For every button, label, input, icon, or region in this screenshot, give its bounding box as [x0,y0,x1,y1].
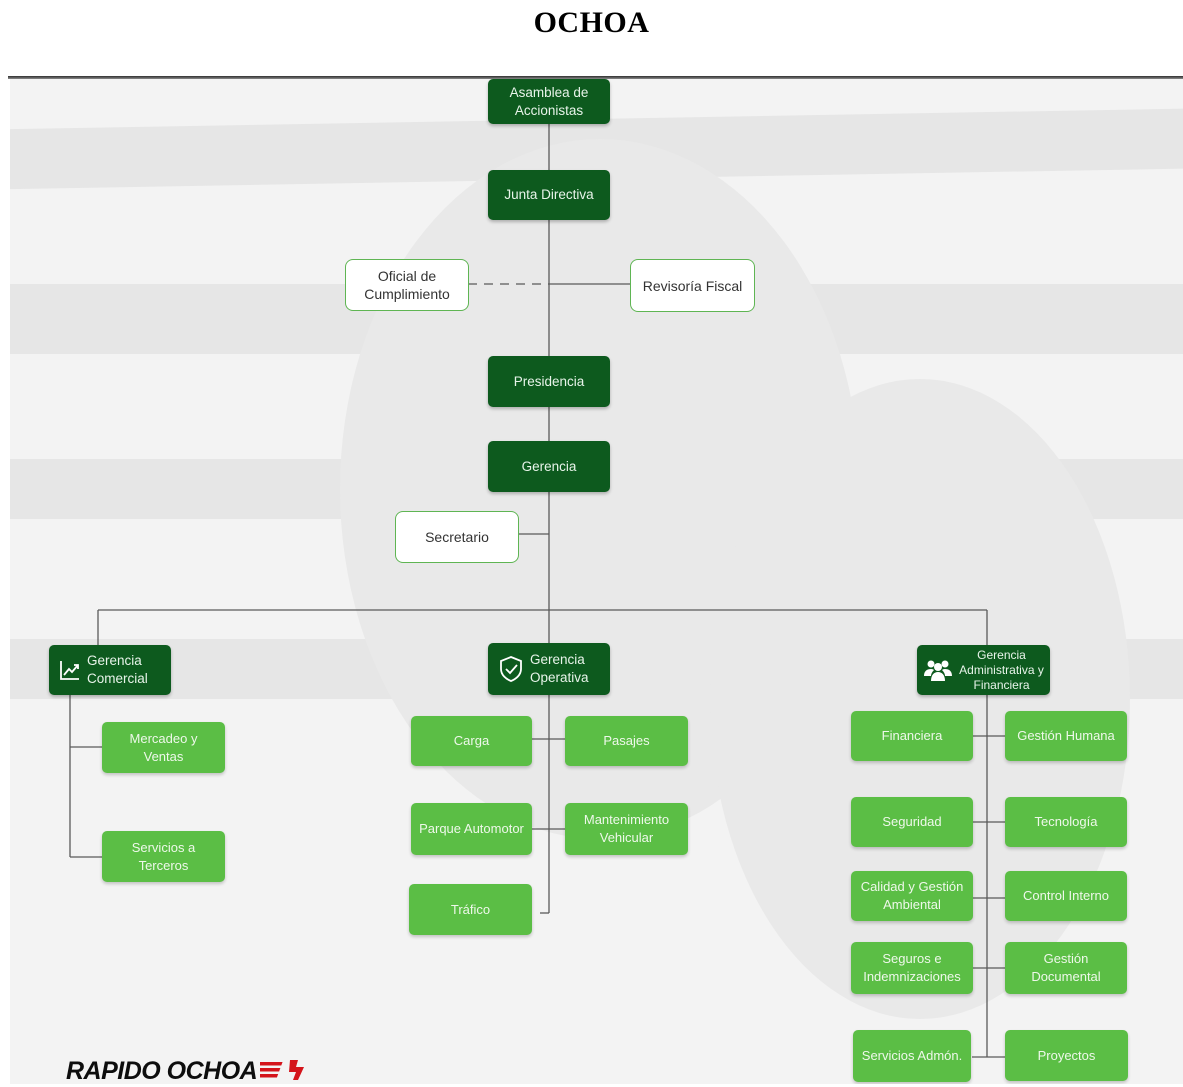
node-label: Asamblea de Accionistas [509,84,589,118]
node-servicios-terceros: Servicios a Terceros [102,831,225,882]
node-mantenimiento-vehicular: Mantenimiento Vehicular [565,803,688,855]
node-mercadeo-ventas: Mercadeo y Ventas [102,722,225,773]
org-chart-canvas: Asamblea de Accionistas Junta Directiva … [10,79,1183,1084]
node-label: Pasajes [603,733,650,748]
node-pasajes: Pasajes [565,716,688,766]
node-label: Mercadeo y Ventas [129,730,198,764]
node-label: Secretario [425,529,489,545]
node-label: Servicios a Terceros [131,839,196,873]
node-label: Presidencia [513,373,585,389]
heading-text: OCHOA [533,6,650,39]
node-label: Servicios Admón. [861,1048,963,1063]
node-financiera: Financiera [851,711,973,761]
node-label: Tecnología [1034,814,1098,829]
node-carga: Carga [411,716,532,766]
page-heading: OCHOA [0,0,1183,76]
node-label: Calidad y Gestión Ambiental [860,879,964,912]
node-label: Gerencia Administrativa y Financiera [959,647,1044,692]
bus-stripes-icon [257,1058,308,1087]
node-label: Seguros e Indemnizaciones [863,951,961,984]
node-gestion-documental: Gestión Documental [1005,942,1127,994]
node-control-interno: Control Interno [1005,871,1127,921]
node-gerencia: Gerencia [488,441,610,492]
node-label: Financiera [881,728,943,743]
node-label: Gerencia [521,458,577,474]
node-label: Control Interno [1023,888,1109,903]
node-label: Proyectos [1037,1047,1096,1063]
node-seguridad: Seguridad [851,797,973,847]
node-gestion-humana: Gestión Humana [1005,711,1127,761]
node-label: Gestión Humana [1017,728,1115,743]
logo-text: RAPIDO OCHOA [66,1057,258,1085]
node-label: Oficial de Cumplimiento [364,268,450,302]
node-label: Parque Automotor [419,821,524,836]
node-label: Gestión Documental [1031,951,1101,984]
node-gerencia-administrativa: Gerencia Administrativa y Financiera [917,645,1050,695]
node-secretario: Secretario [395,511,519,563]
node-tecnologia: Tecnología [1005,797,1127,847]
node-label: Seguridad [882,814,942,829]
node-calidad-gestion-ambiental: Calidad y Gestión Ambiental [851,871,973,921]
heading-divider [8,76,1183,79]
node-label: Mantenimiento Vehicular [583,812,670,845]
rapido-ochoa-logo: RAPIDO OCHOA [66,1058,308,1084]
shield-check-icon [498,655,524,683]
node-label: Gerencia Operativa [530,652,589,685]
node-seguros-indemnizaciones: Seguros e Indemnizaciones [851,942,973,994]
node-trafico: Tráfico [409,884,532,935]
node-revisoria-fiscal: Revisoría Fiscal [630,259,755,312]
node-oficial-cumplimiento: Oficial de Cumplimiento [345,259,469,311]
node-presidencia: Presidencia [488,356,610,407]
node-label: Tráfico [450,901,491,917]
node-gerencia-operativa: Gerencia Operativa [488,643,610,695]
node-asamblea: Asamblea de Accionistas [488,79,610,124]
node-gerencia-comercial: Gerencia Comercial [49,645,171,695]
people-group-icon [923,658,953,682]
trending-up-icon [59,659,81,681]
connector-lines [69,123,1005,1058]
node-junta-directiva: Junta Directiva [488,170,610,220]
node-parque-automotor: Parque Automotor [411,803,532,855]
node-label: Junta Directiva [504,187,594,202]
node-label: Carga [453,733,490,748]
node-proyectos: Proyectos [1005,1030,1128,1081]
node-label: Gerencia Comercial [87,653,148,686]
node-label: Revisoría Fiscal [642,277,743,294]
node-servicios-admon: Servicios Admón. [853,1030,971,1082]
